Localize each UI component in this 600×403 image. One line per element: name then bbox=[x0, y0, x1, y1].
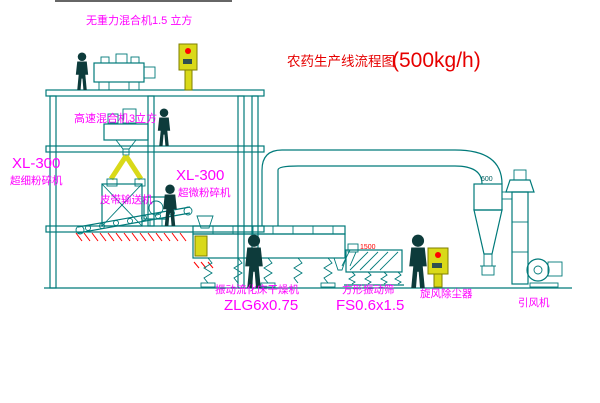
person-figure bbox=[75, 52, 89, 90]
label-mill-left-name: 超细粉碎机 bbox=[10, 174, 63, 187]
induced-draft-fan bbox=[526, 258, 563, 288]
person-figure bbox=[157, 108, 171, 146]
person-figure bbox=[163, 184, 177, 226]
title-main: 农药生产线流程图 bbox=[287, 54, 395, 69]
floor-hatching bbox=[75, 232, 187, 242]
title-capacity: (500kg/h) bbox=[392, 49, 481, 72]
worker-figures bbox=[75, 52, 427, 288]
duct-dimension: 600 bbox=[481, 176, 493, 183]
label-sieve-name: 方形振动筛 bbox=[342, 283, 395, 296]
person-figure bbox=[409, 234, 427, 288]
label-dryer-name: 振动流化床干燥机 bbox=[215, 283, 299, 296]
gravity-mixer bbox=[93, 53, 156, 90]
sieve-dimension: 1500 bbox=[360, 244, 376, 251]
vibrating-sieve bbox=[341, 243, 404, 286]
control-panel-lower bbox=[427, 247, 449, 288]
fluid-bed-dryer bbox=[192, 215, 347, 288]
control-panel-upper bbox=[178, 43, 198, 91]
label-sieve-model: FS0.6x1.5 bbox=[336, 297, 404, 314]
exhaust-duct bbox=[261, 149, 503, 226]
cyclone-separator bbox=[473, 183, 512, 276]
building-frame bbox=[44, 89, 572, 289]
label-cyclone: 旋风除尘器 bbox=[420, 287, 473, 300]
pulverizer-mill bbox=[101, 178, 169, 227]
label-fan: 引风机 bbox=[518, 296, 550, 309]
drawing-title: 农药生产线流程图 (500kg/h) bbox=[287, 49, 481, 72]
label-mill-mid-name: 超微粉碎机 bbox=[178, 186, 231, 199]
person-figure bbox=[245, 234, 263, 288]
label-top-mixer: 无重力混合机1.5 立方 bbox=[86, 13, 192, 27]
exhaust-stack bbox=[505, 169, 535, 285]
label-high-speed-mixer: 高速混合机3立方 bbox=[74, 111, 157, 125]
label-belt-conveyor: 皮带输送机 bbox=[100, 193, 153, 206]
label-dryer-model: ZLG6x0.75 bbox=[224, 297, 298, 314]
label-mill-mid-model: XL-300 bbox=[176, 167, 224, 184]
label-mill-left-model: XL-300 bbox=[12, 155, 60, 172]
high-speed-mixer bbox=[103, 108, 149, 181]
